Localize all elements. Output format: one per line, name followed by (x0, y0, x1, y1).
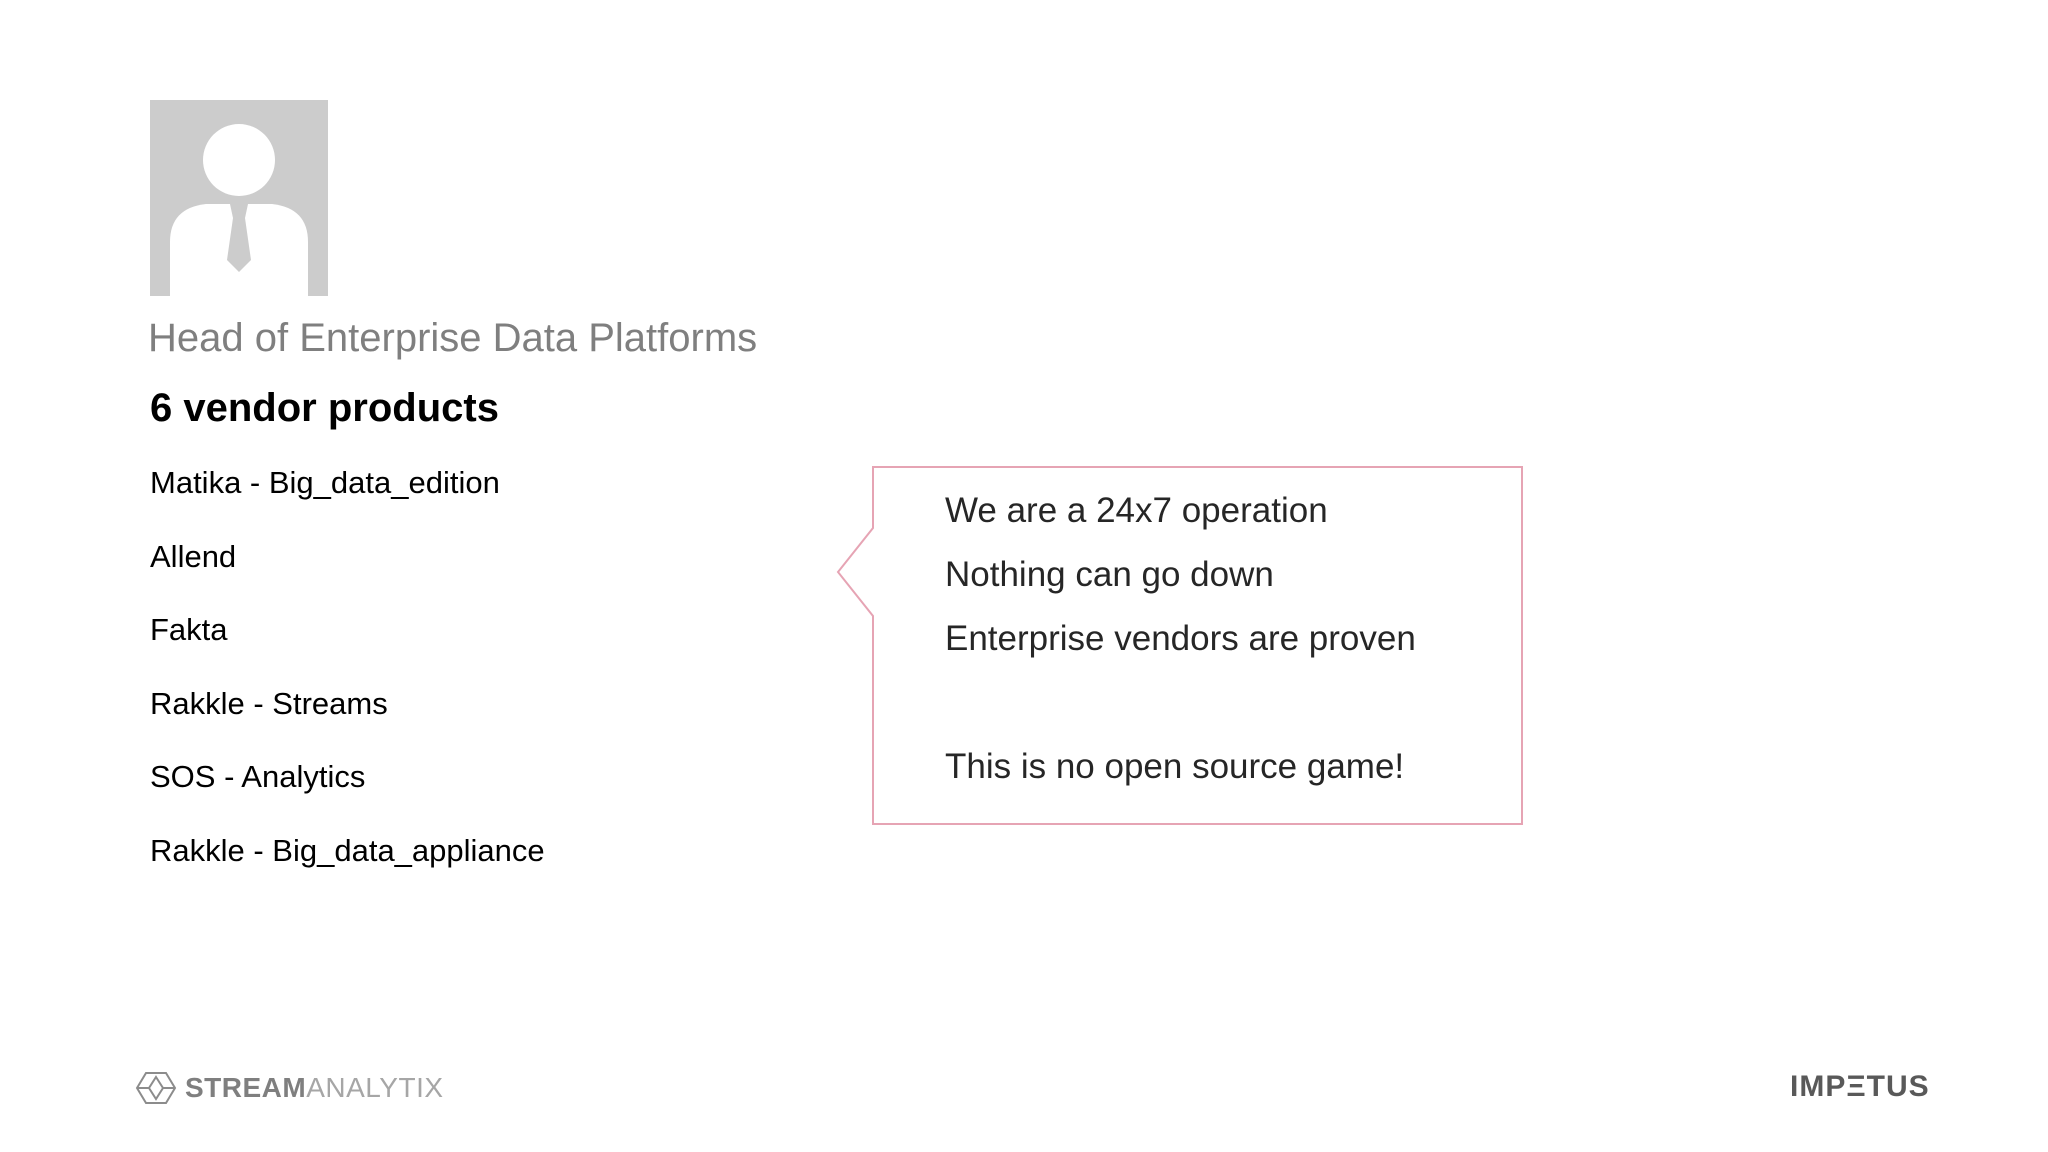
list-item: Matika - Big_data_edition (150, 465, 500, 500)
list-item: Rakkle - Big_data_appliance (150, 832, 545, 868)
list-item: Rakkle - Streams (150, 685, 388, 721)
list-item: Allend (150, 538, 237, 574)
callout-line: Nothing can go down (945, 555, 1274, 594)
vendor-products-list: Matika - Big_data_edition Allend Fakta R… (150, 465, 545, 906)
person-silhouette-icon (150, 100, 328, 296)
callout-line: Enterprise vendors are proven (945, 619, 1416, 658)
impetus-logo: IMPΞTUS (1790, 1070, 1930, 1103)
brand-name-part1: STREAM (185, 1072, 307, 1103)
callout-bubble-shape (836, 466, 1523, 825)
streamanalytix-logo: STREAMANALYTIX (135, 1068, 444, 1108)
callout-line: We are a 24x7 operation (945, 491, 1328, 530)
streamanalytix-logo-icon (135, 1072, 177, 1104)
callout-line: This is no open source game! (945, 747, 1405, 786)
vendor-products-heading: 6 vendor products (150, 386, 499, 430)
list-item: SOS - Analytics (150, 759, 366, 794)
persona-role-title: Head of Enterprise Data Platforms (148, 316, 758, 360)
brand-name-part2: ANALYTIX (306, 1072, 444, 1103)
list-item: Fakta (150, 612, 228, 647)
speech-callout: We are a 24x7 operation Nothing can go d… (835, 465, 1525, 827)
